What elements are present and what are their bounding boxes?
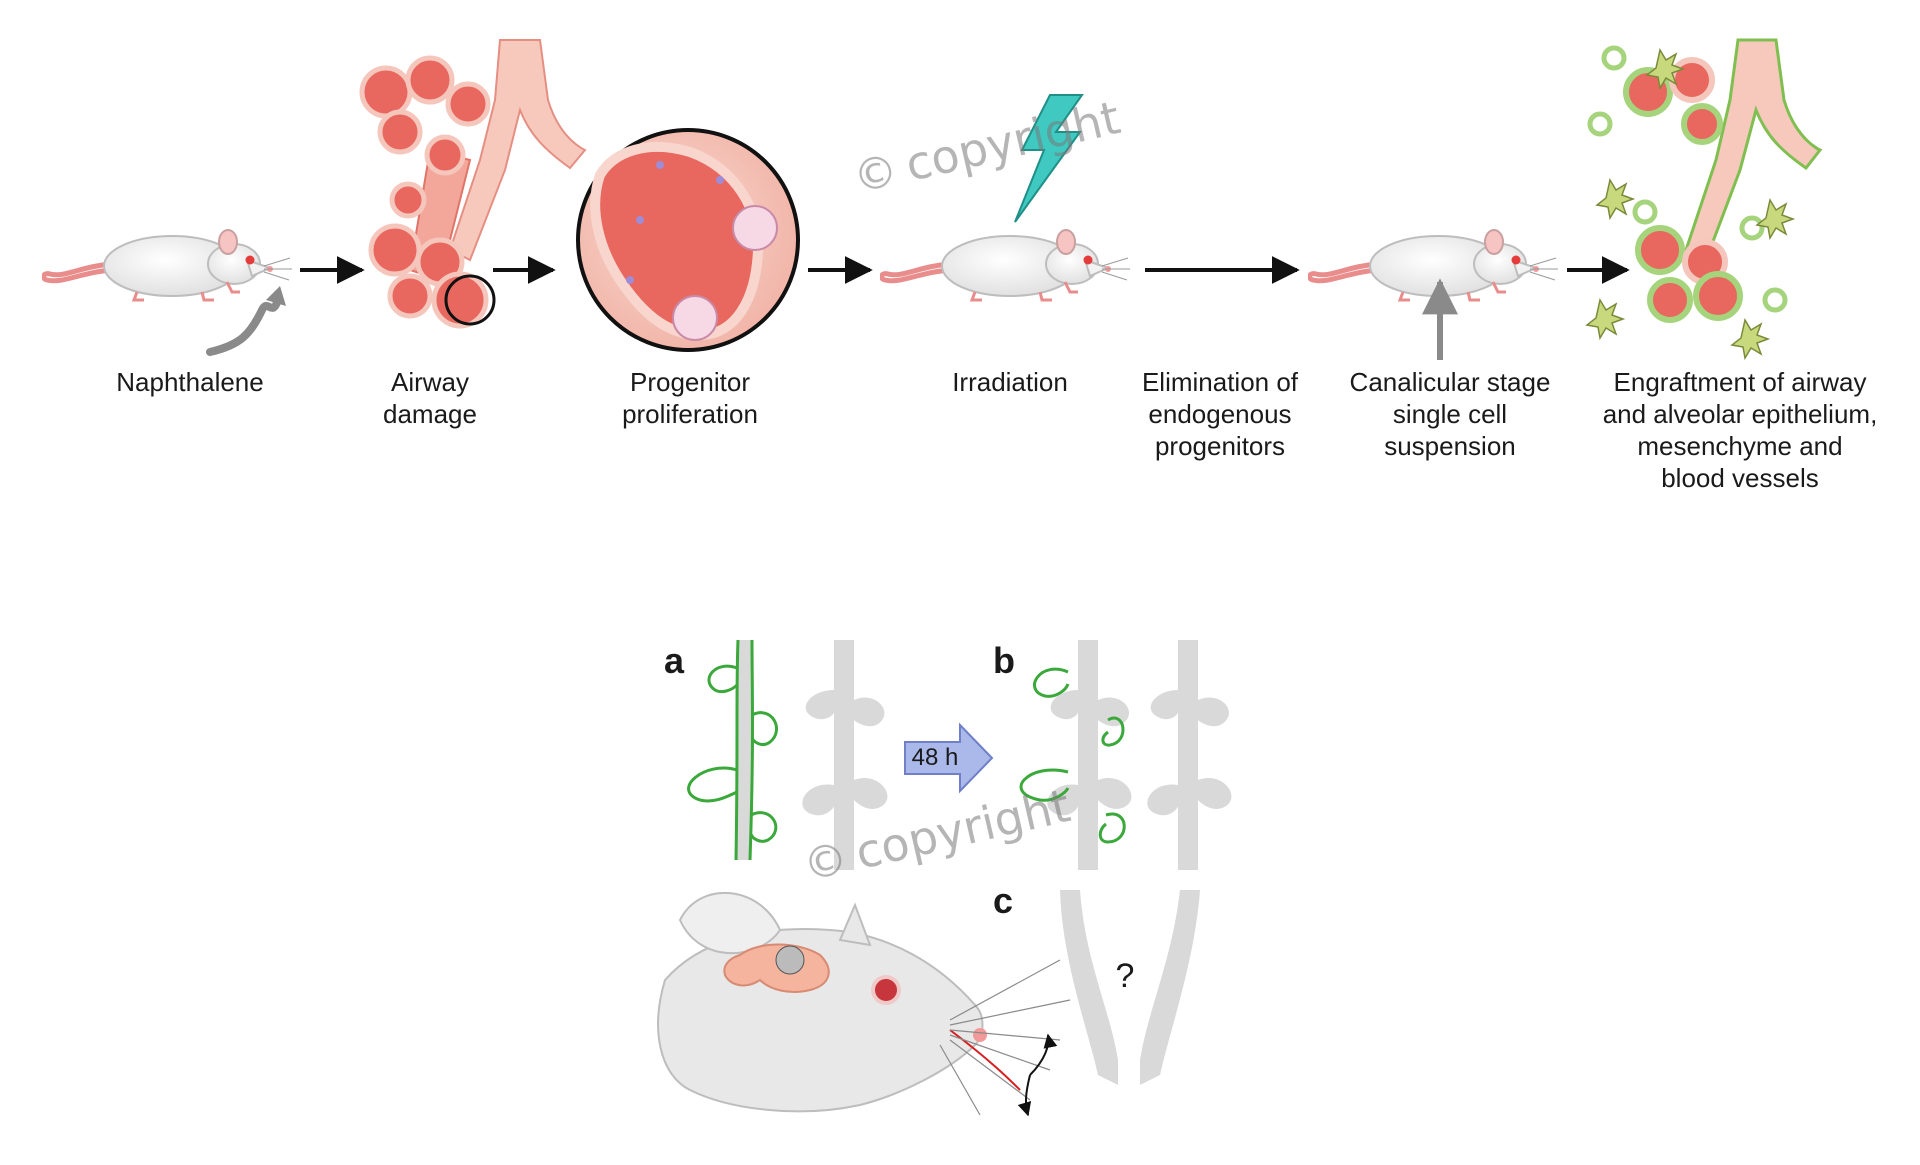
lightning-bolt-icon <box>1014 94 1084 223</box>
engrafted-airway-icon <box>1585 38 1823 361</box>
time-arrow-label: 48 h <box>911 744 959 771</box>
branch-a-green <box>687 639 778 861</box>
magnify-target-circle <box>444 274 496 326</box>
panel-label-b: b <box>993 640 1015 681</box>
mouse-icon-irradiation <box>881 230 1130 300</box>
panel-label-a: a <box>664 640 685 681</box>
time-arrow[interactable] <box>904 722 994 794</box>
label-elimination: Elimination of endogenous progenitors <box>1141 367 1299 461</box>
branch-a-gray <box>802 640 888 870</box>
label-canalicular: Canalicular stage single cell suspension <box>1349 367 1551 461</box>
detached-buds <box>1019 667 1126 844</box>
label-progenitor-proliferation: Progenitor proliferation <box>622 367 758 429</box>
airway-icon <box>359 39 587 329</box>
y-branch-c <box>1060 890 1200 1085</box>
mouse-icon-recipient <box>1309 230 1558 300</box>
label-airway-damage: Airway damage <box>383 367 477 429</box>
label-irradiation: Irradiation <box>952 367 1068 397</box>
label-engraftment: Engraftment of airway and alveolar epith… <box>1602 367 1878 493</box>
question-mark: ? <box>1115 957 1135 995</box>
naphthalene-arrow <box>206 296 282 356</box>
mouse-icon <box>43 230 292 300</box>
magnified-alveolus-icon <box>576 128 800 352</box>
panel-label-c: c <box>993 880 1014 921</box>
label-naphthalene: Naphthalene <box>116 367 264 397</box>
bottom-panel <box>657 639 1232 1117</box>
rat-head-icon <box>657 891 1071 1117</box>
branch-b-gray <box>1047 640 1232 870</box>
top-panel <box>43 38 1823 361</box>
